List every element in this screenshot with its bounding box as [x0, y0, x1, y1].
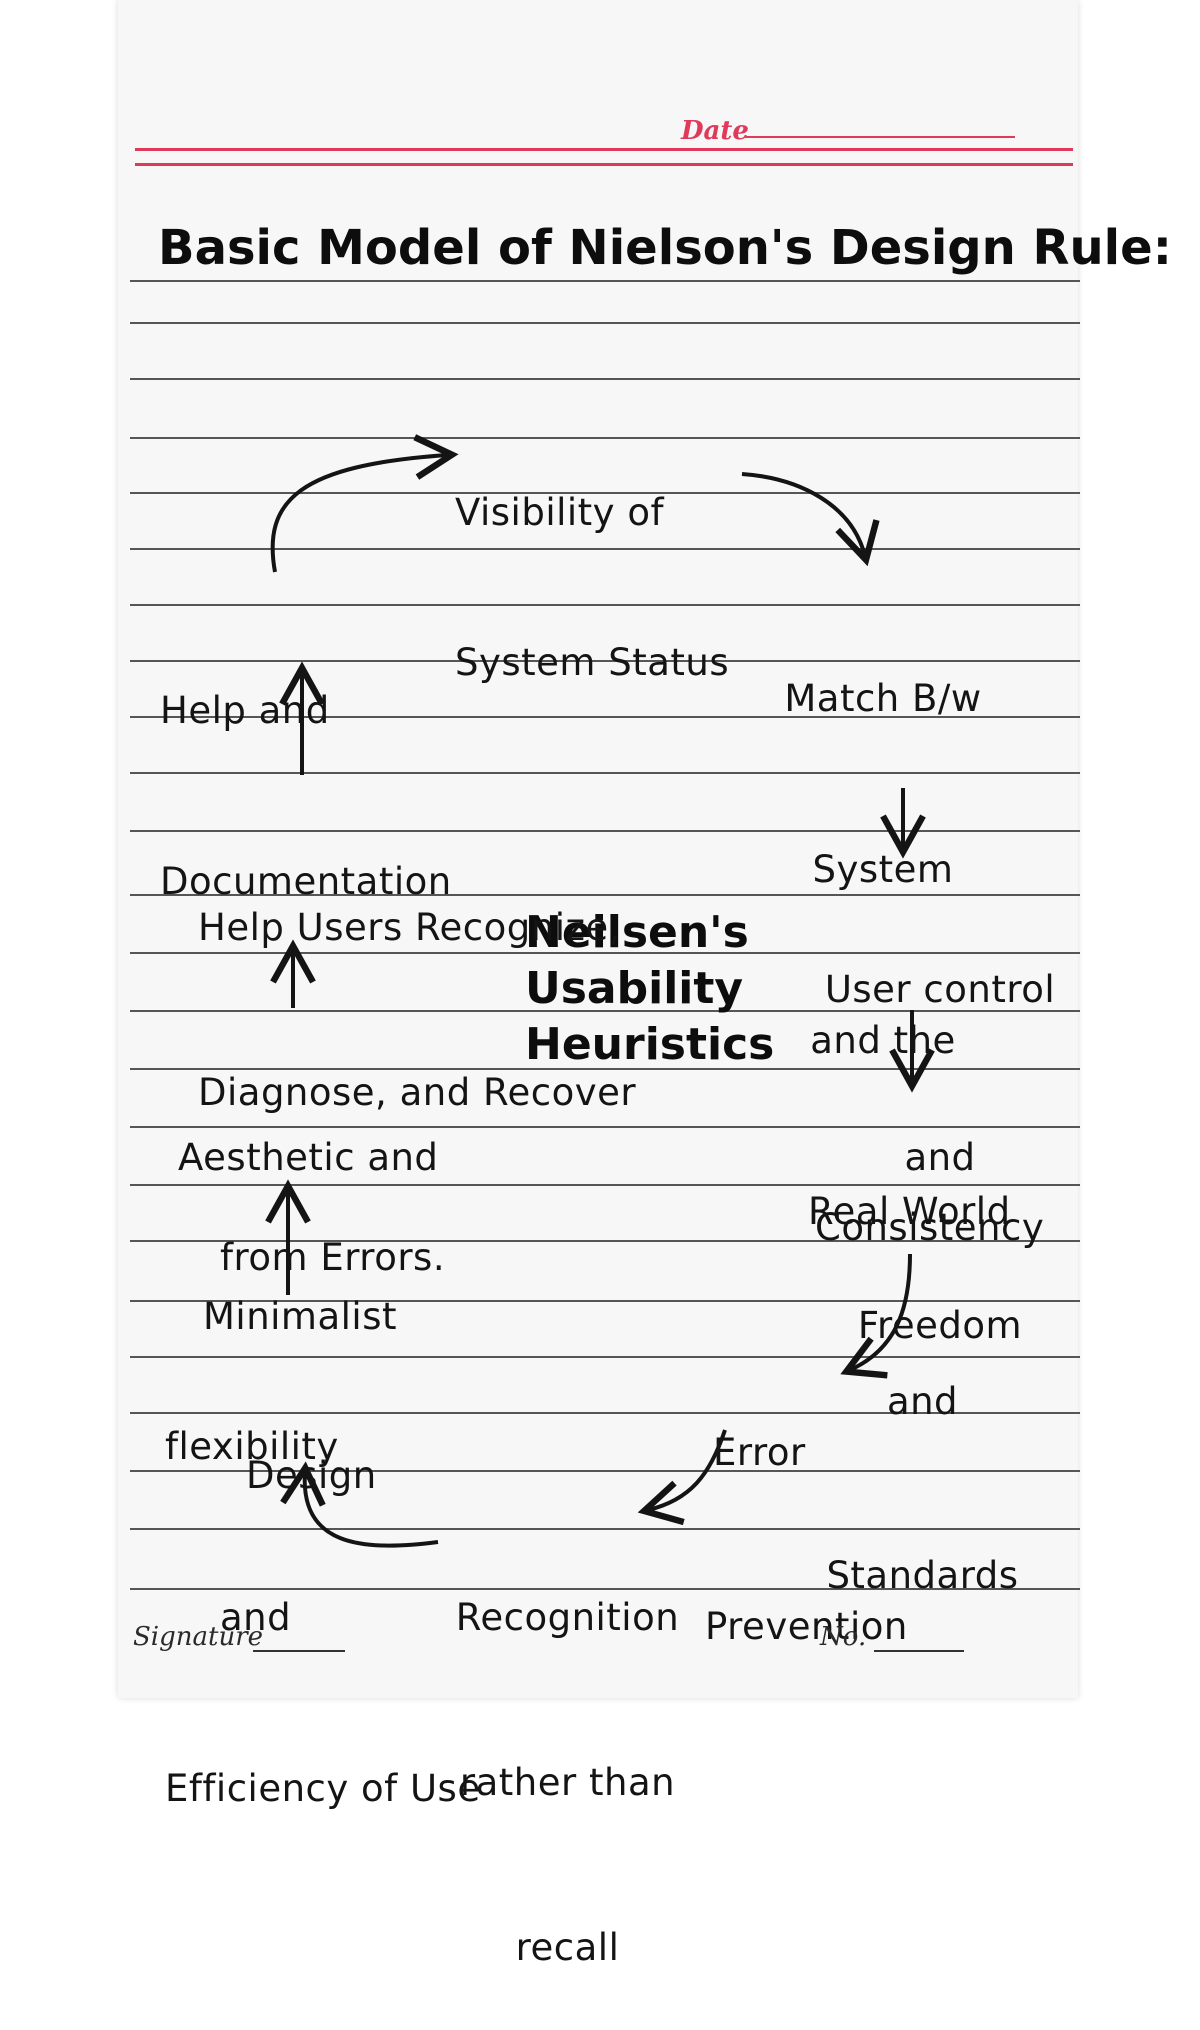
node-line: Efficiency of Use: [165, 1767, 481, 1810]
ruled-line: [130, 1412, 1080, 1414]
cycle-arrows: [265, 434, 935, 1548]
ruled-line: [130, 894, 1080, 896]
header-red-rule-bottom: [135, 163, 1073, 166]
ruled-line: [130, 322, 1080, 324]
heuristic-user-control-and-freedom: User control and Freedom: [820, 850, 1060, 1410]
node-line: System Status: [455, 641, 730, 684]
node-line: and: [904, 1136, 976, 1179]
ruled-line: [130, 1356, 1080, 1358]
ruled-line: [130, 548, 1080, 550]
ruled-line: [130, 1068, 1080, 1070]
heuristic-error-prevention: Error Prevention: [705, 1308, 908, 1714]
node-line: Real World: [808, 1190, 1011, 1233]
ruled-line: [130, 378, 1080, 380]
ruled-line: [130, 830, 1080, 832]
ruled-line: [130, 660, 1080, 662]
ruled-line: [130, 492, 1080, 494]
node-line: Recognition: [455, 1596, 680, 1639]
node-line: and: [220, 1596, 292, 1639]
node-line: Visibility of: [455, 491, 664, 534]
ruled-line: [130, 1184, 1080, 1186]
ruled-line: [130, 716, 1080, 718]
node-line: Error: [713, 1431, 806, 1474]
heuristic-visibility-of-system-status: Visibility of System Status: [455, 388, 729, 738]
ruled-line: [130, 1240, 1080, 1242]
node-line: Match B/w: [784, 677, 982, 720]
arrow-consistency-to-error: [840, 1253, 912, 1379]
ruled-line: [130, 1588, 1080, 1590]
node-line: Prevention: [705, 1605, 908, 1648]
ruled-line: [130, 772, 1080, 774]
ruled-line: [130, 1010, 1080, 1012]
ruled-line: [130, 1300, 1080, 1302]
node-line: Documentation: [160, 860, 452, 903]
heuristic-consistency-and-standards: Consistency and Standards: [815, 1083, 1045, 1663]
node-line: Aesthetic and: [178, 1136, 439, 1179]
node-line: from Errors.: [220, 1236, 446, 1279]
ruled-line: [130, 1470, 1080, 1472]
node-line: User control: [824, 968, 1056, 1011]
heuristic-help-users-recover-from-errors: Help Users Recognize, Diagnose, and Reco…: [198, 790, 636, 1340]
number-label: No.: [820, 1622, 867, 1652]
center-label-line-3: Heuristics: [525, 1019, 775, 1070]
arrow-recognition-to-flexibility: [280, 1461, 439, 1548]
heuristic-aesthetic-and-minimalist-design: Aesthetic and Minimalist Design: [178, 1025, 438, 1555]
node-line: rather than: [459, 1761, 676, 1804]
center-label-line-2: Usability: [525, 963, 744, 1014]
node-line: and: [886, 1380, 959, 1423]
arrow-error-to-recognition: [637, 1429, 727, 1526]
date-label: Date: [681, 116, 749, 146]
node-line: recall: [515, 1926, 620, 1969]
signature-label: Signature: [133, 1622, 264, 1652]
diagram-center-label: Neilsen's Usability Heuristics: [525, 905, 774, 1073]
node-line: Diagnose, and Recover: [198, 1071, 637, 1114]
node-line: flexibility: [165, 1425, 339, 1468]
node-line: Standards: [826, 1554, 1019, 1597]
ruled-line: [130, 1528, 1080, 1530]
arrow-help-to-visibility: [270, 434, 459, 573]
node-line: Minimalist: [203, 1295, 397, 1338]
ruled-line: [130, 280, 1080, 282]
signature-blank-line: [253, 1650, 345, 1652]
ruled-line: [130, 952, 1080, 954]
center-label-line-1: Neilsen's: [525, 907, 749, 958]
page-title: Basic Model of Nielson's Design Rule:: [158, 220, 1172, 276]
node-line: Consistency: [815, 1206, 1045, 1249]
header-red-rule-top: [135, 148, 1073, 151]
node-line: Help Users Recognize,: [198, 906, 621, 949]
number-blank-line: [874, 1650, 964, 1652]
ruled-line: [130, 1126, 1080, 1128]
date-blank-line: [745, 136, 1015, 138]
arrow-visibility-to-match: [741, 472, 880, 567]
ruled-line: [130, 437, 1080, 439]
ruled-line: [130, 604, 1080, 606]
